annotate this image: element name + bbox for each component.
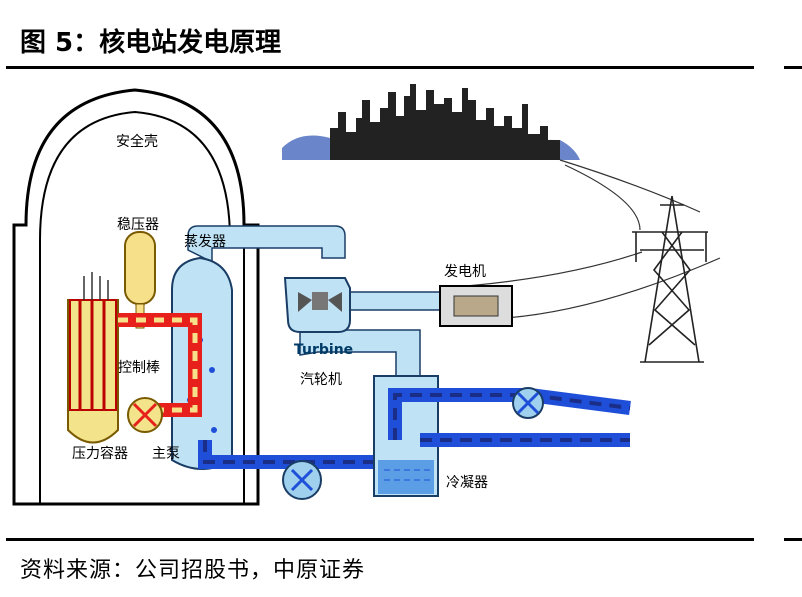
feedwater-loop xyxy=(198,440,380,469)
label-generator: 发电机 xyxy=(444,264,486,280)
transmission-tower xyxy=(632,195,708,363)
label-pressure-vessel: 压力容器 xyxy=(72,445,128,462)
hot-loop xyxy=(118,313,202,417)
label-steam-generator: 蒸发器 xyxy=(184,234,226,250)
label-main-pump: 主泵 xyxy=(152,446,180,462)
city-skyline xyxy=(282,84,580,160)
label-turbine-en: Turbine xyxy=(294,342,353,358)
secondary-pump xyxy=(282,460,322,500)
label-pressurizer: 稳压器 xyxy=(117,217,159,233)
generator xyxy=(439,285,513,327)
bottom-rule-edge xyxy=(784,538,802,541)
label-control-rods: 控制棒 xyxy=(118,360,160,376)
figure-title: 图 5：核电站发电原理 xyxy=(20,28,282,58)
cooling-water-loop xyxy=(388,387,631,447)
label-turbine: 汽轮机 xyxy=(300,372,342,388)
bottom-rule xyxy=(6,538,754,541)
top-rule-edge xyxy=(784,66,802,69)
turbine xyxy=(283,277,351,333)
source-note: 资料来源：公司招股书，中原证券 xyxy=(20,558,366,583)
top-rule xyxy=(6,66,754,69)
steam-pipes xyxy=(187,225,441,377)
label-condenser: 冷凝器 xyxy=(446,475,488,491)
primary-main-pump xyxy=(127,397,163,433)
label-containment: 安全壳 xyxy=(116,133,158,150)
pressure-vessel xyxy=(67,272,119,444)
